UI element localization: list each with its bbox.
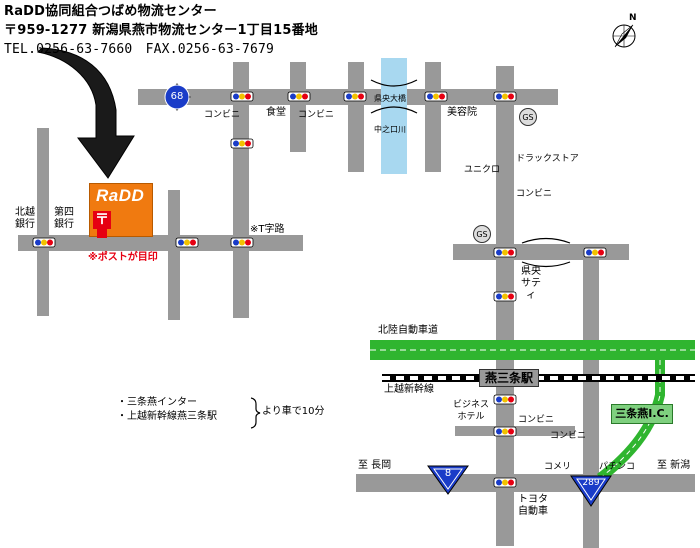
river-label: 中之口川 [374,125,406,134]
bridge-line-bottom [370,106,418,114]
conveni-label-1: コンビニ [204,110,241,120]
direction-arrow [36,47,135,179]
road-bottom-horizontal [356,474,695,492]
access-line-1: ・三条燕インター [117,397,197,408]
shokudo-label: 食堂 [266,107,286,118]
compass-icon [612,24,636,48]
access-line-2: ・上越新幹線燕三条駅 [117,411,217,422]
biyoin-label: 美容院 [447,107,477,118]
traffic-light [230,138,254,149]
post-box-stem [97,229,107,238]
tsubame-sanjo-station: 燕三条駅 [479,369,539,387]
kenou-city-label: 県央 サティ [521,266,541,301]
conveni-label-2: コンビニ [298,110,335,120]
route68-number: 68 [170,91,184,102]
traffic-light [343,91,367,102]
traffic-light [493,394,517,405]
post-box-icon: 〒 [93,211,111,229]
shinkansen-label: 上越新幹線 [384,384,434,395]
post-note: ※ポストが目印 [88,252,158,263]
to-nagaoka-label: 至 長岡 [358,460,392,471]
sanjo-tsubame-ic: 三条燕I.C. [611,404,673,424]
toyota-label: トヨタ 自動車 [518,494,548,517]
komeri-label: コメリ [544,462,572,472]
traffic-light [230,237,254,248]
traffic-light [175,237,199,248]
page-title: RaDD協同組合つばめ物流センター [4,4,217,19]
route289-shield-icon [570,475,612,507]
road-vertical-b [290,62,306,152]
drugstore-label: ドラックストア [516,154,579,164]
gas-station-icon: GS [519,108,537,126]
traffic-light [32,237,56,248]
conveni-label-5: コンビニ [550,431,587,441]
bridge-line-top [370,79,418,87]
daishi-bank-label: 第四 銀行 [54,207,74,230]
access-time: より車で10分 [262,406,325,417]
contact-numbers: TEL.0256-63-7660 FAX.0256-63-7679 [4,42,275,57]
bridge-label: 県央大橋 [374,94,406,103]
conveni-label-4: コンビニ [518,415,555,425]
to-niigata-label: 至 新潟 [657,460,691,471]
overpass-line-top [521,237,571,244]
road-left-vertical-1 [37,128,49,316]
access-bracket [250,397,261,429]
traffic-light [230,91,254,102]
traffic-light [287,91,311,102]
road-left-vertical-2 [168,190,180,320]
t-junction-label: ※T字路 [250,224,285,235]
hokuetsu-bank-label: 北越 銀行 [15,207,35,230]
traffic-light [493,291,517,302]
radd-logo: RaDD [96,186,145,205]
road-vertical-c [348,62,364,172]
road-vertical-a [233,62,249,318]
traffic-light [493,477,517,488]
pachinko-label: パチンコ [599,462,636,472]
address: 〒959-1277 新潟県燕市物流センター1丁目15番地 [4,23,318,38]
route68-shield-icon [164,83,191,111]
conveni-label-3: コンビニ [516,189,553,199]
traffic-light [424,91,448,102]
route8-number: 8 [444,468,452,479]
gas-station-icon: GS [473,225,491,243]
road-vertical-d [425,62,441,172]
traffic-light [493,247,517,258]
compass-north-label: N [629,13,637,23]
overpass-line-bottom [521,261,571,268]
traffic-light [583,247,607,258]
roads [18,62,695,548]
uniqlo-label: ユニクロ [464,165,501,175]
route289-number: 289 [582,478,600,488]
expressway-label: 北陸自動車道 [378,325,438,336]
traffic-light [493,426,517,437]
radd-building: RaDD [89,183,153,237]
river-nakanokuchi [381,58,407,174]
business-hotel-label: ビジネス ホテル [452,400,489,422]
route8-shield-icon [427,465,469,495]
road-left-horizontal [18,235,303,251]
traffic-light [493,91,517,102]
